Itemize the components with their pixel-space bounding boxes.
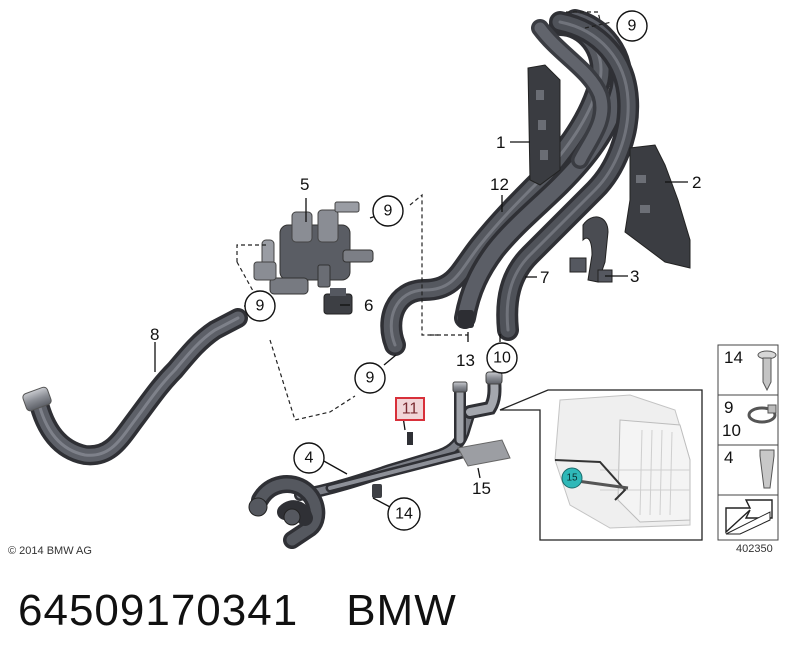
callout-1: 1: [496, 133, 505, 152]
legend-label-4: 4: [724, 448, 733, 467]
callout-9-valve: 9: [384, 203, 393, 220]
callout-9-left: 9: [256, 298, 265, 315]
callout-14: 14: [395, 506, 413, 523]
callout-9-circle-top: [616, 10, 648, 42]
clamp-3: [569, 216, 613, 283]
callouts: 1 2 3 5 6 7 8 12 13 15 9 9 9 9 10 4 14 1…: [150, 10, 701, 531]
hose-clamp-icon: [747, 404, 777, 424]
inset-marker-label: 15: [566, 473, 578, 484]
callout-15: 15: [472, 479, 491, 498]
hose-12: [380, 14, 612, 356]
legend-label-10: 10: [722, 421, 741, 440]
callout-11-highlight: [395, 397, 425, 421]
hose-loop-top: [531, 19, 611, 169]
callout-4-circle: [293, 442, 325, 474]
callout-2: 2: [692, 173, 701, 192]
hose-8: [22, 308, 248, 466]
clip-6: [323, 288, 353, 315]
callout-3: 3: [630, 267, 639, 286]
hose-end-13: [458, 310, 474, 328]
hose-7: [496, 11, 640, 341]
callout-11: 11: [402, 401, 419, 418]
coolant-pipe-4: [248, 447, 475, 549]
callout-9-circle-lower: [354, 362, 386, 394]
legend-label-9: 9: [724, 398, 733, 417]
gasket-15: [457, 439, 511, 467]
fastener-legend: 14 9 10 4: [717, 344, 779, 541]
callout-9-top: 9: [628, 18, 637, 35]
callout-10: 10: [493, 350, 511, 367]
arrow-icon: [725, 499, 773, 535]
water-valve-5: [253, 201, 374, 295]
callout-9-circle-left: [244, 290, 276, 322]
clip-nut-icon: [759, 449, 775, 489]
bracket-2: [624, 144, 691, 269]
part-number: 64509170341: [18, 586, 299, 635]
callout-5: 5: [300, 175, 309, 194]
dashed-leaders: [236, 11, 613, 421]
legend-label-14: 14: [724, 348, 743, 367]
screw-icon: [757, 350, 777, 392]
callout-6: 6: [364, 296, 373, 315]
callout-12: 12: [490, 175, 509, 194]
callout-14-circle: [387, 497, 421, 531]
callout-7: 7: [540, 268, 549, 287]
inset-marker-15: [561, 467, 583, 489]
copyright-text: © 2014 BMW AG: [8, 545, 92, 557]
callout-4: 4: [305, 450, 314, 467]
callout-13: 13: [456, 351, 475, 370]
callout-8: 8: [150, 325, 159, 344]
part-caption: 64509170341 BMW: [18, 586, 457, 636]
brand-name: BMW: [346, 586, 457, 635]
drawing-number: 402350: [736, 543, 773, 555]
bracket-1: [527, 64, 561, 186]
inset-view: 15: [499, 389, 703, 541]
callout-9-lower: 9: [366, 370, 375, 387]
coolant-pipe-11: [294, 371, 503, 501]
callout-9-circle-valve: [372, 195, 404, 227]
callout-10-circle: [486, 342, 518, 374]
